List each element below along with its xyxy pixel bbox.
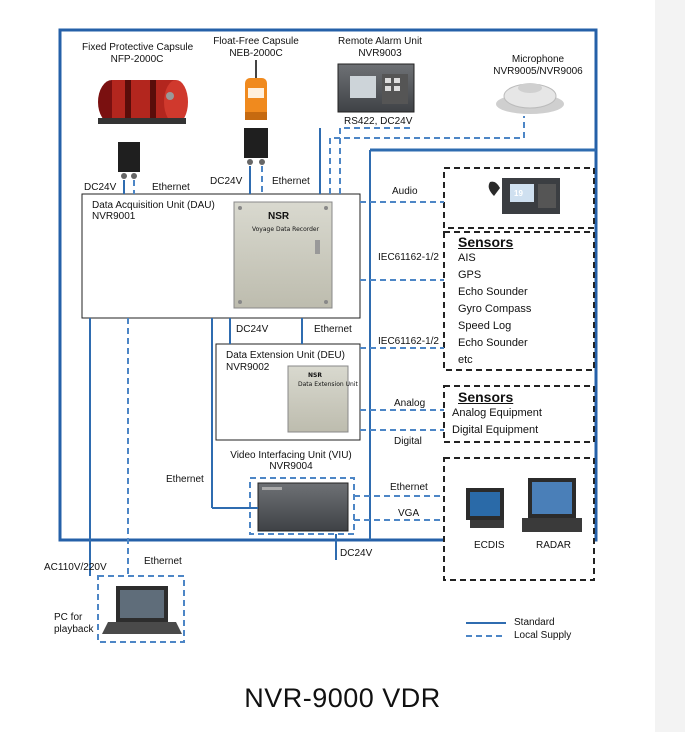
pc-label-line1: PC for	[54, 612, 83, 623]
deu-box	[215, 343, 361, 441]
microphone-image	[496, 83, 564, 114]
deu-plate-sub: Data Extension Unit	[298, 381, 358, 388]
inner-bus-frame	[369, 148, 596, 540]
legend-standard-label: Standard	[514, 617, 555, 628]
capsule1-interface	[118, 142, 140, 179]
ethernet-capsule2-label: Ethernet	[272, 176, 310, 187]
sensor-item: Echo Sounder	[458, 286, 528, 298]
microphone-name: Microphone	[511, 54, 565, 65]
float-capsule-model: NEB-2000C	[229, 48, 283, 59]
rs422-label: RS422, DC24V	[344, 116, 413, 127]
capsule2-interface	[244, 128, 268, 165]
diagram-title: NVR-9000 VDR	[244, 683, 441, 713]
sensor-item: etc	[458, 354, 473, 366]
deu-plate: NSR	[308, 372, 322, 379]
dc24v-deu-label: DC24V	[236, 324, 269, 335]
fixed-capsule-model: NFP-2000C	[110, 54, 164, 65]
ethernet-viu-right-label: Ethernet	[390, 482, 428, 493]
microphone-model: NVR9005/NVR9006	[493, 66, 583, 77]
dau-name: Data Acquisition Unit (DAU)	[92, 200, 215, 211]
sensor-item: GPS	[458, 269, 482, 281]
sensor-item: Gyro Compass	[458, 303, 532, 315]
ethernet-pc-label: Ethernet	[144, 556, 182, 567]
fixed-capsule-name: Fixed Protective Capsule	[82, 42, 194, 53]
pc-box	[97, 575, 185, 643]
analog-sensors-title: Sensors	[458, 389, 514, 405]
ac-power-label: AC110V/220V	[44, 562, 107, 573]
digital-sensors-title: Sensors	[458, 234, 514, 250]
float-capsule-name: Float-Free Capsule	[213, 36, 299, 47]
dau-plate-sub: Voyage Data Recorder	[252, 226, 320, 233]
ethernet-deu-label: Ethernet	[314, 324, 352, 335]
radar-label: RADAR	[536, 540, 572, 551]
viu-name: Video Interfacing Unit (VIU)	[230, 450, 352, 461]
digital-equipment-item: Digital Equipment	[452, 424, 539, 436]
dc24v-capsule1-label: DC24V	[84, 182, 117, 193]
legend-local-supply-label: Local Supply	[514, 630, 572, 641]
digital-sensors-box	[443, 231, 595, 371]
dau-box	[81, 193, 361, 319]
iec-label-1: IEC61162-1/2	[378, 252, 439, 263]
dc24v-capsule2-label: DC24V	[210, 176, 243, 187]
display-equipment-box	[443, 457, 595, 581]
remote-alarm-image	[337, 63, 415, 113]
vga-label: VGA	[398, 508, 420, 519]
fixed-capsule-image	[98, 80, 188, 124]
audio-device-box	[443, 167, 595, 229]
viu-model: NVR9004	[269, 461, 313, 472]
standard-links	[89, 128, 506, 624]
ethernet-capsule1-label: Ethernet	[152, 182, 190, 193]
audio-unit-screen: 19	[514, 189, 523, 198]
analog-equipment-item: Analog Equipment	[452, 407, 542, 419]
pc-label-line2: playback	[54, 624, 94, 635]
ecdis-label: ECDIS	[474, 540, 505, 551]
dau-plate: NSR	[268, 211, 290, 222]
analog-label: Analog	[394, 398, 426, 409]
sensor-item: AIS	[458, 252, 476, 264]
local-supply-links	[127, 116, 525, 637]
remote-alarm-model: NVR9003	[358, 48, 402, 59]
float-capsule-image	[245, 60, 267, 120]
ethernet-viu-left-label: Ethernet	[166, 474, 204, 485]
viu-box	[249, 477, 355, 535]
sensor-item: Speed Log	[458, 320, 512, 332]
digital-label: Digital	[394, 436, 422, 447]
remote-alarm-name: Remote Alarm Unit	[338, 36, 422, 47]
iec-label-2: IEC61162-1/2	[378, 336, 439, 347]
right-margin-strip	[655, 0, 685, 732]
analog-sensors-box	[443, 385, 595, 443]
system-boundary	[58, 28, 598, 542]
dc24v-bottom-label: DC24V	[340, 548, 373, 559]
deu-name: Data Extension Unit (DEU)	[226, 350, 345, 361]
sensor-item: Echo Sounder	[458, 337, 528, 349]
deu-model: NVR9002	[226, 362, 270, 373]
audio-label: Audio	[392, 186, 418, 197]
dau-model: NVR9001	[92, 211, 136, 222]
